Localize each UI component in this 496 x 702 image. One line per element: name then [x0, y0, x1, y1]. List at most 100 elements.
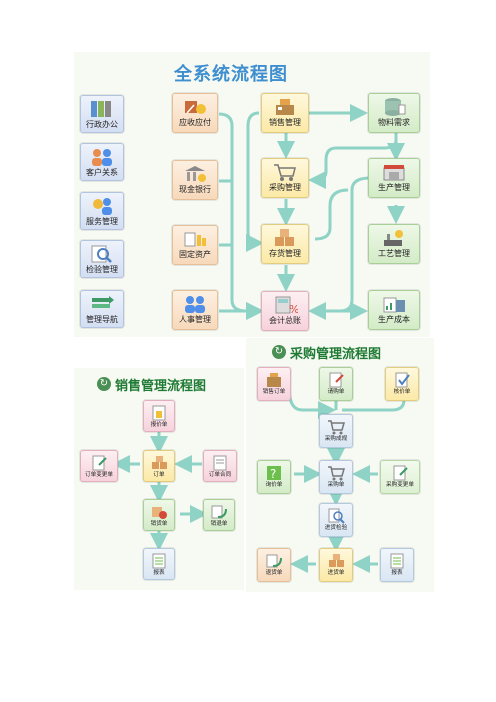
node-material[interactable]: 物料需求	[368, 93, 420, 133]
svg-text:%: %	[289, 303, 298, 315]
chart-calc-icon	[383, 297, 405, 313]
node-label: 报表	[153, 570, 165, 576]
node-sales-return[interactable]: 销退单	[203, 499, 235, 531]
node-label: 销售订单	[262, 389, 286, 395]
node-sales-order[interactable]: 销售订单	[257, 367, 291, 401]
node-nav[interactable]: 管理导航	[80, 290, 124, 328]
node-label: 物料需求	[378, 118, 410, 127]
node-cost[interactable]: 生产成本	[368, 290, 420, 330]
node-inquiry[interactable]: ? 询价单	[257, 460, 291, 494]
node-label: 销货单	[150, 521, 168, 527]
node-sales-delivery[interactable]: 销货单	[143, 499, 175, 531]
question-icon: ?	[267, 466, 281, 481]
document-edit-icon	[329, 372, 344, 388]
node-label: 应收应付	[179, 118, 211, 127]
node-label: 订单合同	[208, 472, 232, 478]
node-label: 核价单	[393, 389, 411, 395]
node-label: 请购单	[327, 389, 345, 395]
node-sales-report[interactable]: 报表	[143, 548, 175, 580]
node-quote-check[interactable]: 核价单	[385, 367, 419, 401]
report-icon	[152, 553, 166, 569]
factory-icon	[383, 165, 405, 181]
node-label: 销售管理	[269, 118, 301, 127]
node-check[interactable]: 进货检验	[319, 503, 353, 537]
refresh-icon: ↻	[272, 345, 286, 359]
node-cash[interactable]: 现金银行	[172, 160, 218, 200]
checkmark-icon	[395, 372, 410, 388]
node-label: 工艺管理	[378, 249, 410, 258]
node-label: 采购单	[327, 482, 345, 488]
node-sales-quote[interactable]: 报价单	[143, 400, 175, 432]
node-label: 生产成本	[378, 315, 410, 324]
node-order-change[interactable]: 采购变更单	[380, 460, 420, 494]
service-icon	[93, 198, 112, 215]
node-label: 生产管理	[378, 183, 410, 192]
node-label: 进货检验	[324, 525, 348, 531]
node-analysis[interactable]: 采购成规	[319, 414, 353, 448]
node-label: 现金银行	[179, 185, 211, 194]
node-label: 采购管理	[269, 183, 301, 192]
node-label: 退货单	[265, 570, 283, 576]
node-sales[interactable]: 销售管理	[261, 93, 309, 133]
node-label: 订单	[153, 472, 165, 478]
money-icon	[185, 101, 206, 114]
node-hr[interactable]: 人事管理	[172, 290, 218, 330]
calculator-icon: %	[275, 296, 298, 315]
node-return[interactable]: 退货单	[257, 548, 291, 582]
tools-icon	[384, 230, 403, 246]
node-purchase[interactable]: 采购管理	[261, 158, 309, 198]
node-label: 进货单	[327, 570, 345, 576]
node-inspection[interactable]: 检验管理	[80, 240, 124, 278]
node-label: 行政办公	[86, 120, 118, 129]
node-label: 会计总账	[269, 316, 301, 325]
people-icon	[185, 296, 205, 313]
magnifier-icon	[91, 245, 112, 263]
node-crm[interactable]: 客户关系	[80, 143, 124, 181]
cash-register-icon	[276, 99, 294, 115]
node-sales-contract[interactable]: 订单合同	[203, 450, 237, 482]
sales-title: 销售管理流程图	[115, 379, 207, 394]
report-icon	[152, 405, 166, 421]
node-admin[interactable]: 行政办公	[80, 95, 124, 133]
boxes-icon	[275, 229, 294, 246]
node-label: 固定资产	[179, 250, 211, 259]
node-service[interactable]: 服务管理	[80, 192, 124, 230]
node-order[interactable]: 采购单	[319, 460, 353, 494]
people-icon	[92, 149, 112, 166]
boxes-icon	[152, 456, 167, 469]
node-label: 人事管理	[179, 315, 211, 324]
node-label: 询价单	[265, 482, 283, 488]
node-ledger[interactable]: % 会计总账	[261, 291, 309, 331]
node-label: 检验管理	[86, 265, 118, 274]
node-receipt[interactable]: 进货单	[319, 548, 353, 582]
node-label: 管理导航	[86, 315, 118, 324]
node-label: 报表	[391, 570, 403, 576]
coins-icon	[184, 232, 206, 247]
purchase-title: 采购管理流程图	[290, 347, 382, 362]
cart-icon	[328, 420, 345, 435]
return-icon	[266, 554, 282, 568]
cart-icon	[328, 466, 345, 481]
binder-icon	[91, 101, 111, 117]
node-label: 存货管理	[269, 249, 301, 258]
node-production[interactable]: 生产管理	[368, 158, 420, 198]
node-label: 订单变更单	[85, 472, 113, 478]
document-edit-icon	[92, 455, 107, 471]
node-receivable[interactable]: 应收应付	[172, 93, 218, 133]
return-icon	[211, 505, 227, 519]
boxes-icon	[329, 554, 344, 567]
node-request[interactable]: 请购单	[319, 367, 353, 401]
cart-icon	[274, 164, 296, 181]
navigation-icon	[92, 296, 114, 308]
node-sales-order[interactable]: 订单	[143, 450, 175, 482]
node-sales-change[interactable]: 订单变更单	[80, 450, 118, 482]
document-icon	[213, 455, 227, 471]
magnifier-icon	[328, 508, 345, 524]
node-assets[interactable]: 固定资产	[172, 225, 218, 265]
svg-text:?: ?	[270, 467, 276, 481]
cash-register-icon	[267, 373, 281, 387]
node-process[interactable]: 工艺管理	[368, 224, 420, 264]
node-report[interactable]: 报表	[380, 548, 414, 582]
node-inventory[interactable]: 存货管理	[261, 224, 309, 264]
